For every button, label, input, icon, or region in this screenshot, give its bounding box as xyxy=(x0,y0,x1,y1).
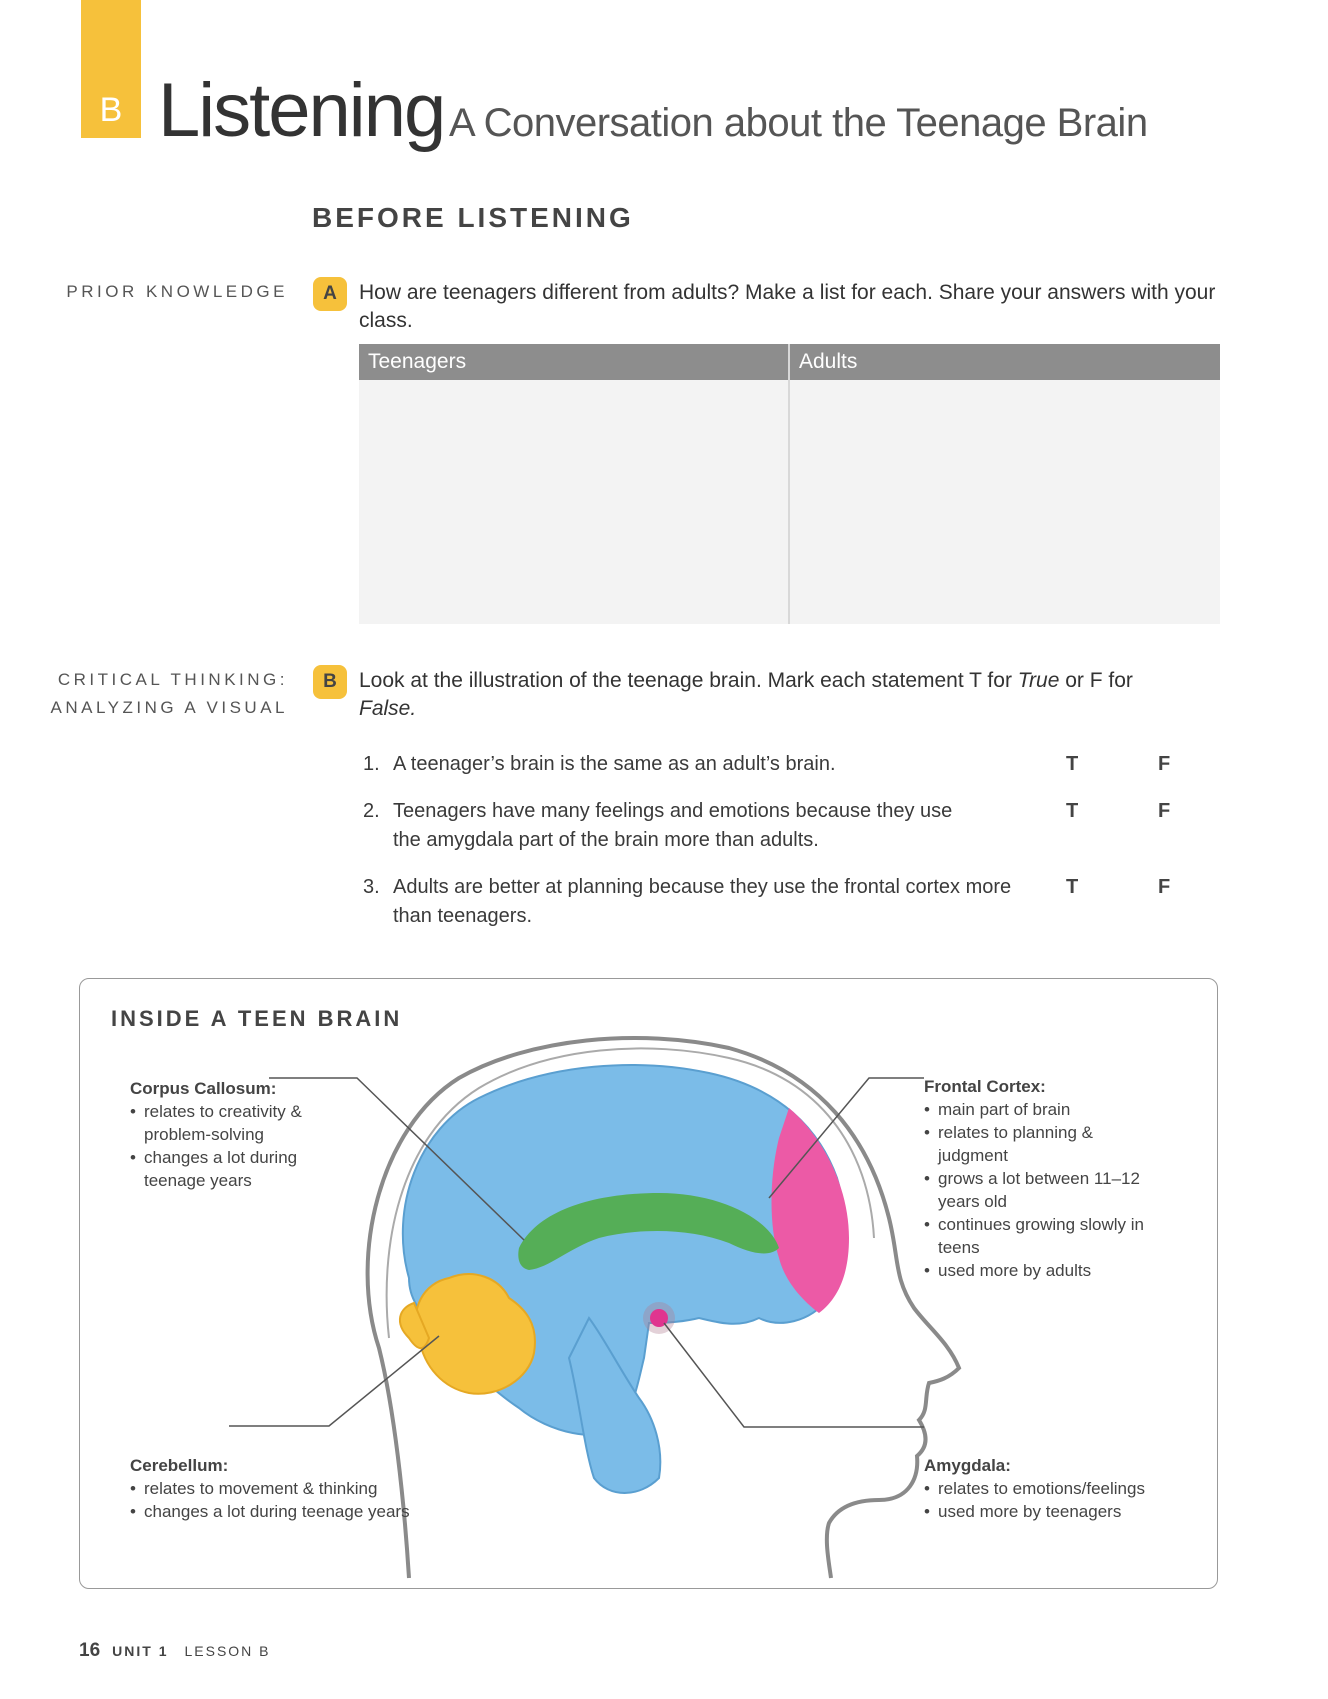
statement-1-true[interactable]: T xyxy=(1066,753,1079,775)
prompt-text: Look at the illustration of the teenage … xyxy=(359,669,1018,692)
panel-title: INSIDE A TEEN BRAIN xyxy=(111,1006,403,1031)
statement-1-number: 1. xyxy=(363,753,380,775)
list-item: used more by teenagers xyxy=(924,1500,1204,1523)
cerebellum-leader xyxy=(229,1335,440,1427)
list-item: relates to emotions/feelings xyxy=(924,1477,1204,1500)
teenagers-header: Teenagers xyxy=(359,344,788,380)
prompt-text: or F for xyxy=(1059,669,1133,692)
list-item: changes a lot during teenage years xyxy=(130,1146,330,1192)
list-item: grows a lot between 11–12 years old xyxy=(924,1167,1164,1213)
activity-badge-b: B xyxy=(313,665,347,699)
amygdala-region xyxy=(650,1309,668,1327)
teen-adult-table: Teenagers Adults xyxy=(359,344,1220,624)
frontal-cortex-name: Frontal Cortex: xyxy=(924,1077,1046,1096)
cerebellum-name: Cerebellum: xyxy=(130,1456,229,1475)
prompt-true-word: True xyxy=(1017,669,1060,692)
amygdala-leader xyxy=(663,1322,924,1428)
page-footer: 16 UNIT 1 LESSON B xyxy=(79,1640,271,1662)
skill-label-critical-thinking: CRITICAL THINKING: xyxy=(57,670,288,689)
list-item: continues growing slowly in teens xyxy=(924,1213,1164,1259)
statement-3-text: Adults are better at planning because th… xyxy=(393,876,1012,927)
list-item: relates to creativity & problem-solving xyxy=(130,1100,330,1146)
lesson-letter: B xyxy=(99,91,123,129)
activity-a-prompt: How are teenagers different from adults?… xyxy=(359,281,1216,332)
statement-3-true[interactable]: T xyxy=(1066,876,1079,898)
section-heading: BEFORE LISTENING xyxy=(312,202,634,233)
prompt-false-word: False. xyxy=(359,697,417,720)
statement-2-false[interactable]: F xyxy=(1158,800,1171,822)
adults-header: Adults xyxy=(790,344,1220,380)
corpus-callosum-region xyxy=(518,1193,779,1270)
cerebellum-region xyxy=(414,1273,536,1395)
corpus-callosum-leader xyxy=(269,1077,525,1241)
lesson-label: LESSON B xyxy=(184,1643,271,1659)
page-subtitle: A Conversation about the Teenage Brain xyxy=(449,101,1148,145)
frontal-cortex-list: main part of brain relates to planning &… xyxy=(924,1098,1164,1282)
activity-badge-a: A xyxy=(313,277,347,311)
amygdala-label: Amygdala: relates to emotions/feelings u… xyxy=(924,1455,1204,1523)
cerebellum-lobe xyxy=(399,1301,431,1350)
cerebellum-label: Cerebellum: relates to movement & thinki… xyxy=(130,1455,450,1523)
amygdala-list: relates to emotions/feelings used more b… xyxy=(924,1477,1204,1523)
amygdala-name: Amygdala: xyxy=(924,1456,1011,1475)
activity-b-prompt: Look at the illustration of the teenage … xyxy=(359,667,1179,723)
adults-column[interactable]: Adults xyxy=(790,344,1220,624)
brain-illustration xyxy=(229,1036,962,1579)
frontal-cortex-label: Frontal Cortex: main part of brain relat… xyxy=(924,1076,1164,1282)
teenagers-column[interactable]: Teenagers xyxy=(359,344,790,624)
brain-illustration-panel xyxy=(79,978,1218,1589)
lesson-tab xyxy=(81,0,141,138)
skill-label-analyzing-visual: ANALYZING A VISUAL xyxy=(50,698,288,717)
brain-stem xyxy=(567,1316,662,1494)
frontal-cortex-region xyxy=(771,1108,849,1313)
page-title: Listening xyxy=(158,68,446,153)
corpus-callosum-list: relates to creativity & problem-solving … xyxy=(130,1100,330,1192)
statement-1-false[interactable]: F xyxy=(1158,753,1171,775)
statement-3-number: 3. xyxy=(363,876,380,898)
statement-2-number: 2. xyxy=(363,800,380,822)
list-item: relates to planning & judgment xyxy=(924,1121,1164,1167)
page-number: 16 xyxy=(79,1640,101,1661)
frontal-cortex-leader xyxy=(768,1077,924,1199)
list-item: used more by adults xyxy=(924,1259,1164,1282)
list-item: changes a lot during teenage years xyxy=(130,1500,450,1523)
unit-label: UNIT 1 xyxy=(112,1643,169,1659)
list-item: relates to movement & thinking xyxy=(130,1477,450,1500)
corpus-callosum-name: Corpus Callosum: xyxy=(130,1079,277,1098)
statement-1-text: A teenager’s brain is the same as an adu… xyxy=(393,753,836,775)
corpus-callosum-label: Corpus Callosum: relates to creativity &… xyxy=(130,1078,330,1192)
statement-2-text: Teenagers have many feelings and emotion… xyxy=(393,800,953,851)
list-item: main part of brain xyxy=(924,1098,1164,1121)
statement-3-false[interactable]: F xyxy=(1158,876,1171,898)
head-outline xyxy=(365,1036,962,1579)
skill-label-prior-knowledge: PRIOR KNOWLEDGE xyxy=(66,282,288,301)
cerebellum-list: relates to movement & thinking changes a… xyxy=(130,1477,450,1523)
skull-outline xyxy=(385,1047,875,1339)
statement-2-true[interactable]: T xyxy=(1066,800,1079,822)
